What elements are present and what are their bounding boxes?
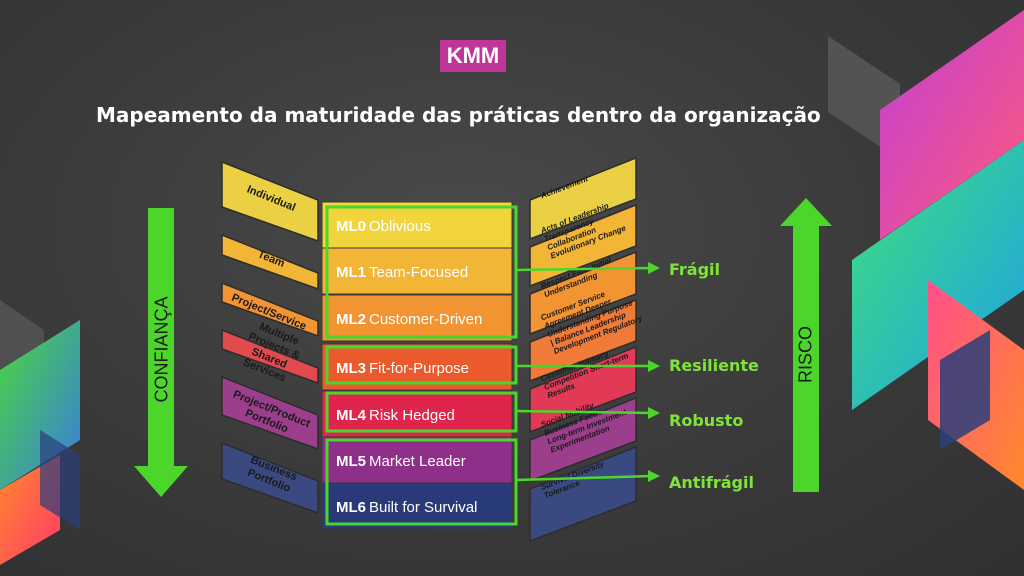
outcome-fragil: Frágil	[669, 260, 721, 279]
right-panel-2: Respect Flow InitialUnderstanding	[529, 251, 637, 335]
level-name: Risk Hedged	[369, 407, 455, 424]
level-name: Team-Focused	[369, 264, 468, 281]
box-antifragil	[325, 438, 518, 526]
left-panel-4: Project/ProductPortfolio	[221, 376, 319, 450]
level-code: ML4	[336, 407, 367, 424]
right-panel-1: Acts of LeadershipTransparencyCollaborat…	[529, 201, 637, 287]
left-panel-5: BusinessPortfolio	[221, 442, 319, 514]
kmm-badge: KMM	[440, 40, 506, 72]
level-code: ML1	[336, 264, 366, 281]
left-panel-1: Team	[221, 234, 319, 290]
left-panel-0: Individual	[221, 161, 319, 242]
box-fragil	[325, 205, 518, 339]
level-code: ML5	[336, 453, 366, 470]
level-code: ML6	[336, 499, 366, 516]
level-name: Oblivious	[369, 218, 431, 235]
arrow-robusto	[515, 407, 660, 419]
confianca-label: CONFIANÇA	[151, 296, 172, 403]
left-panels: IndividualTeamProject/ServiceMultiplePro…	[221, 161, 319, 514]
level-code: ML2	[336, 311, 366, 328]
outcome-antifragil: Antifrágil	[669, 473, 754, 492]
outcome-arrows	[515, 262, 660, 482]
right-panel-6: Survival DiversityTolerance	[529, 446, 637, 542]
arrow-antifragil	[515, 470, 660, 482]
page-title: Mapeamento da maturidade das práticas de…	[96, 103, 821, 127]
risco-arrow	[780, 198, 832, 492]
confianca-arrow	[134, 208, 188, 497]
level-code: ML3	[336, 360, 366, 377]
level-name: Customer-Driven	[369, 311, 482, 328]
arrow-fragil	[515, 262, 660, 274]
arrow-resiliente	[516, 360, 660, 372]
outcome-resiliente: Resiliente	[669, 356, 759, 375]
level-name: Built for Survival	[369, 499, 477, 516]
level-name: Market Leader	[369, 453, 466, 470]
risco-label: RISCO	[795, 326, 816, 384]
level-code: ML0	[336, 218, 366, 235]
level-name: Fit-for-Purpose	[369, 360, 469, 377]
outcome-robusto: Robusto	[669, 411, 744, 430]
